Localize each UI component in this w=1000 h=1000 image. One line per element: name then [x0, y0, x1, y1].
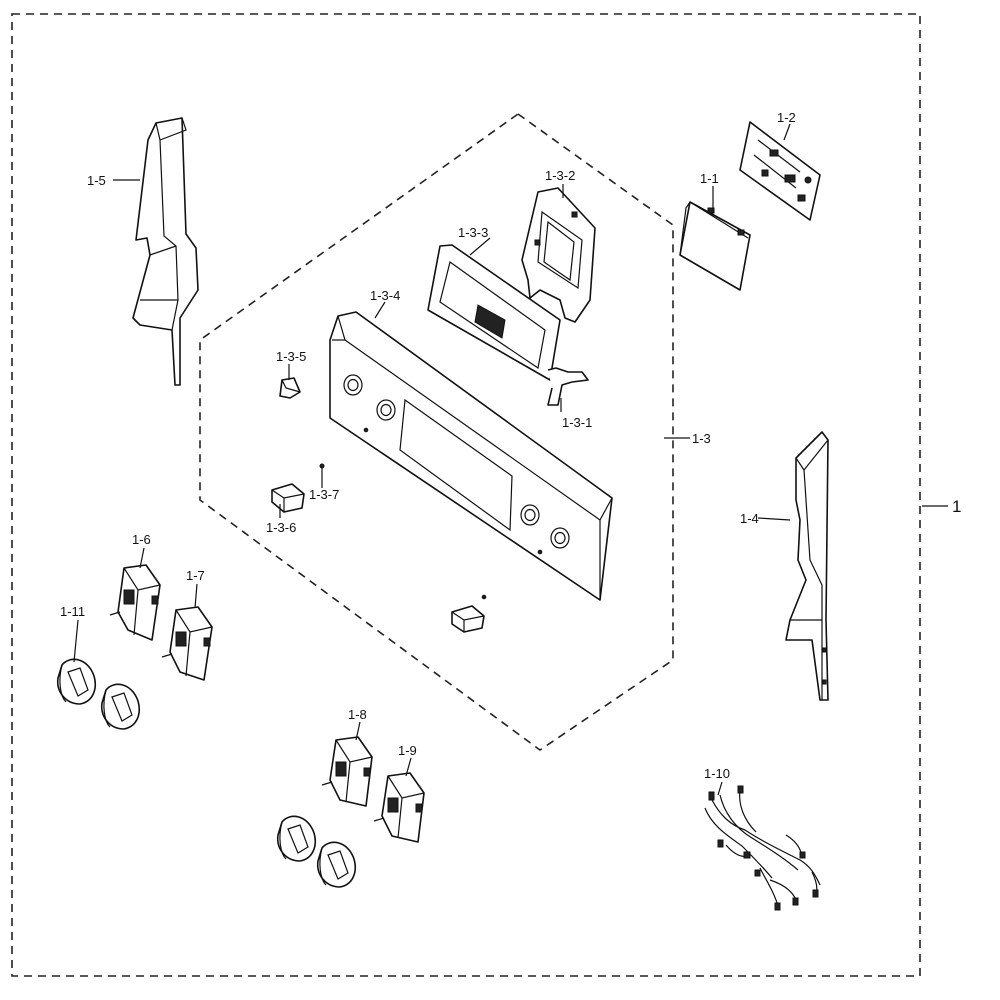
part-1-7-switch [161, 606, 213, 681]
assembly-1-3-boundary [199, 113, 674, 751]
part-1-3-5-clip [279, 377, 301, 399]
callout-1-3-1: 1-3-1 [562, 415, 592, 430]
callout-1-8: 1-8 [348, 707, 367, 722]
callout-1-3-2: 1-3-2 [545, 168, 575, 183]
callout-1-2: 1-2 [777, 110, 796, 125]
part-1-3-4-control-panel [329, 311, 613, 601]
part-1-9-switch [373, 772, 425, 843]
part-1-3-2-display-bracket [521, 187, 596, 323]
callout-1: 1 [952, 497, 961, 516]
part-1-2-control-board [739, 121, 821, 221]
callout-1-5: 1-5 [87, 173, 106, 188]
part-1-4-right-bracket [785, 431, 829, 701]
callout-1-3-7: 1-3-7 [309, 487, 339, 502]
part-1-3-7-screw [319, 463, 325, 478]
part-1-11-knob-a [56, 658, 96, 705]
callout-labels: 1 1-1 1-2 1-3 1-3-1 1-3-2 1-3-3 1-3-4 1-… [60, 110, 961, 781]
part-1-1-display-module [679, 201, 751, 291]
part-1-10-wire-harness [704, 785, 821, 911]
callout-1-9: 1-9 [398, 743, 417, 758]
part-1-3-1-wire-clip [547, 367, 589, 406]
part-1-3-6-block [271, 483, 305, 513]
callout-1-3-5: 1-3-5 [276, 349, 306, 364]
part-1-8-switch [321, 736, 373, 807]
callout-1-11: 1-11 [60, 604, 85, 619]
part-knob-c [276, 815, 316, 862]
callout-1-4: 1-4 [740, 511, 759, 526]
callout-1-3-3: 1-3-3 [458, 225, 488, 240]
leader-lines [73, 123, 948, 796]
callout-1-1: 1-1 [700, 171, 719, 186]
part-knob-d [316, 841, 356, 888]
callout-1-3: 1-3 [692, 431, 711, 446]
callout-1-3-4: 1-3-4 [370, 288, 400, 303]
callout-1-10: 1-10 [704, 766, 730, 781]
callout-1-3-6: 1-3-6 [266, 520, 296, 535]
callout-1-6: 1-6 [132, 532, 151, 547]
part-1-3-3-display-frame [427, 244, 561, 381]
assembly-1-boundary [11, 13, 921, 977]
part-1-6-switch [109, 564, 161, 641]
callout-1-7: 1-7 [186, 568, 205, 583]
part-1-11-knob-b [100, 683, 140, 730]
part-1-5-left-bracket [132, 117, 199, 386]
part-1-3-spare-block [451, 594, 487, 633]
